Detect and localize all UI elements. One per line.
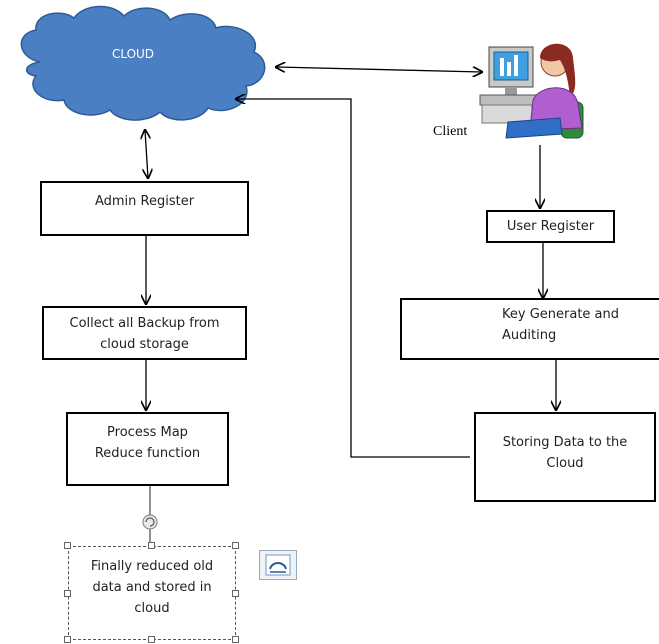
user-register-box[interactable]: User Register xyxy=(486,210,615,243)
cloud-label: CLOUD xyxy=(111,47,155,61)
rotate-handle-icon[interactable] xyxy=(142,514,158,530)
key-generate-box[interactable]: Key Generate and Auditing xyxy=(400,298,659,360)
computer-user-icon xyxy=(479,43,584,139)
collect-backup-box[interactable]: Collect all Backup from cloud storage xyxy=(42,306,247,360)
key-generate-line1: Key Generate and xyxy=(502,307,620,322)
layout-options-button[interactable] xyxy=(259,550,297,580)
arrow-cloud-client xyxy=(276,67,482,72)
process-map-line1: Process Map xyxy=(107,425,188,440)
client-label: Client xyxy=(433,124,468,139)
storing-data-line1: Storing Data to the xyxy=(502,435,628,450)
collect-backup-line2: cloud storage xyxy=(100,337,189,352)
admin-register-label: Admin Register xyxy=(94,194,195,209)
resize-handle-tr[interactable] xyxy=(232,542,239,549)
resize-handle-tl[interactable] xyxy=(64,542,71,549)
layout-options-icon xyxy=(265,554,291,576)
resize-handle-tm[interactable] xyxy=(148,542,155,549)
storing-data-box[interactable]: Storing Data to the Cloud xyxy=(474,412,656,502)
finally-reduced-line1: Finally reduced old xyxy=(90,559,214,574)
key-generate-line2: Auditing xyxy=(502,328,557,343)
finally-reduced-box[interactable]: Finally reduced old data and stored in c… xyxy=(68,546,236,640)
storing-data-line2: Cloud xyxy=(546,456,584,471)
process-map-box[interactable]: Process Map Reduce function xyxy=(66,412,229,486)
arrow-cloud-admin xyxy=(145,130,148,178)
finally-reduced-line3: cloud xyxy=(134,601,170,616)
arrow-storing-cloud xyxy=(236,99,470,458)
resize-handle-bl[interactable] xyxy=(64,636,71,643)
admin-register-box[interactable]: Admin Register xyxy=(40,181,249,236)
resize-handle-br[interactable] xyxy=(232,636,239,643)
resize-handle-mr[interactable] xyxy=(232,590,239,597)
resize-handle-ml[interactable] xyxy=(64,590,71,597)
process-map-line2: Reduce function xyxy=(94,446,201,461)
cloud-shape[interactable] xyxy=(20,5,266,121)
resize-handle-bm[interactable] xyxy=(148,636,155,643)
collect-backup-line1: Collect all Backup from xyxy=(69,316,220,331)
user-register-label: User Register xyxy=(506,219,595,234)
finally-reduced-line2: data and stored in xyxy=(92,580,212,595)
